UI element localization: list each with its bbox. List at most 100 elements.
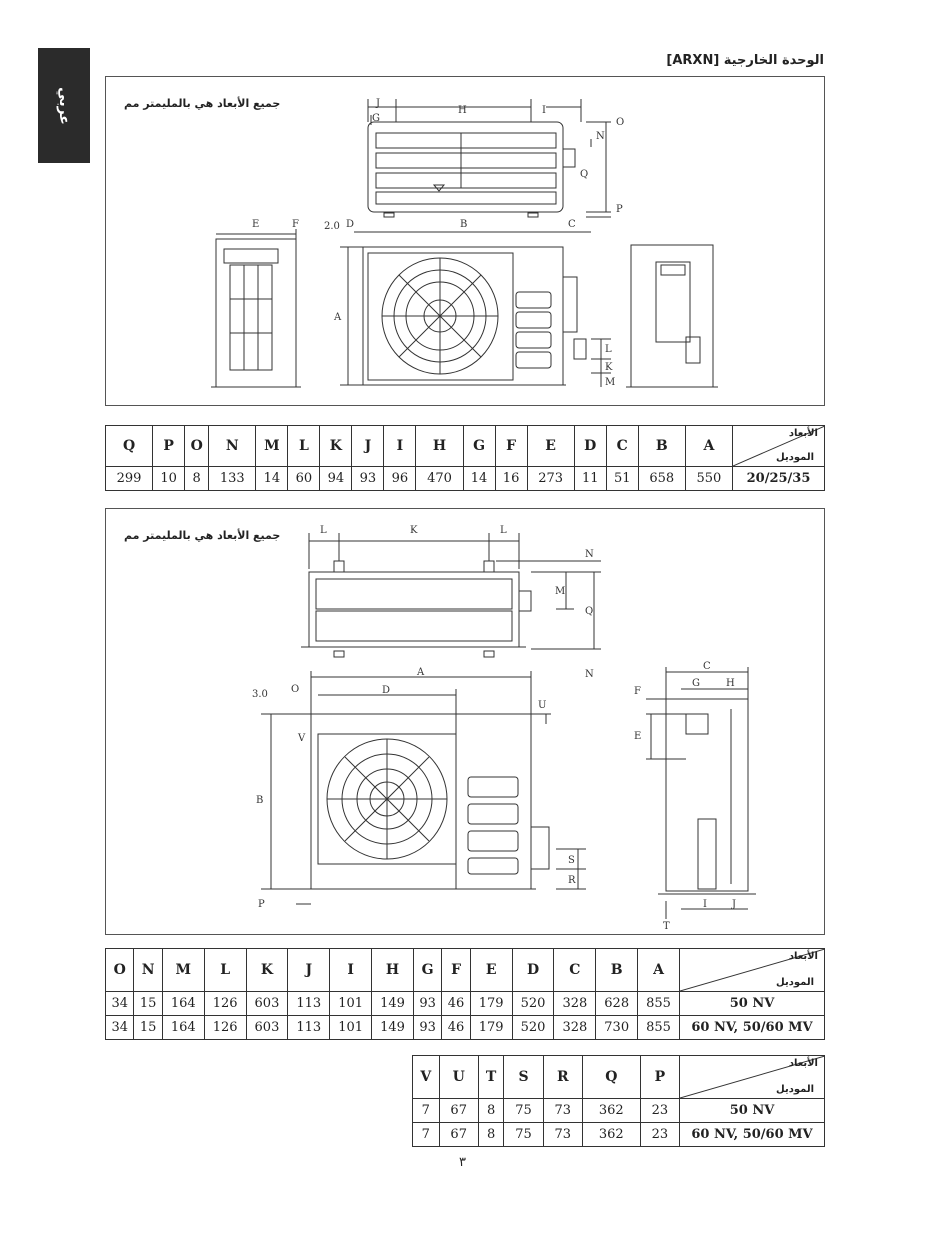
dim-label-g: G [692,678,700,689]
cell-c: 51 [605,466,639,491]
column-header-j: J [287,948,331,992]
dims-label: الأبعاد [788,951,818,962]
model-cell: 60 NV, 50/60 MV [679,1015,825,1040]
model-cell: 20/25/35 [732,466,825,491]
cell-e: 179 [469,1015,513,1040]
cell-d: 11 [573,466,607,491]
language-tab-label: عربي [56,86,72,125]
column-header-p: P [639,1055,681,1099]
column-header-m: M [161,948,205,992]
dim-label-l: L [605,344,612,355]
corner-header-cell: الأبعاد الموديل [733,426,825,466]
cell-r: 73 [542,1098,583,1123]
model-label: الموديل [776,452,814,463]
cell-k: 603 [245,991,289,1016]
dim-label-j: J [731,899,736,910]
cell-q: 362 [581,1122,641,1147]
cell-a: 855 [637,1015,680,1040]
cell-h: 149 [371,1015,414,1040]
dim-label-b: B [256,795,263,806]
outdoor-unit-large-drawing: L K L N M Q N A 3.0 O D U V B P S R C F … [252,525,756,932]
cell-m: 164 [161,1015,205,1040]
cell-s: 75 [503,1122,544,1147]
cell-r: 73 [542,1122,583,1147]
cell-k: 94 [319,466,353,491]
dim-label-m: M [555,586,565,597]
cell-o: 8 [184,466,210,491]
dim-label-n-bottom: N [585,669,594,680]
column-header-l: L [203,948,247,992]
diagram-panel-1: J H I G N O Q P E F 2.0 D B C A L K M جم… [105,76,825,406]
diagonal-divider [733,426,825,466]
top-view [367,99,611,218]
outdoor-unit-small-drawing: J H I G N O Q P E F 2.0 D B C A L K M [211,98,718,388]
cell-n: 15 [133,991,163,1016]
dim-label-f: F [634,686,641,697]
dim-label-o: O [291,684,299,695]
dim-label-n: N [596,131,605,142]
column-header-n: N [208,425,257,467]
dim-label-a: A [333,312,342,323]
side-view-left [211,229,301,388]
cell-u: 67 [438,1122,479,1147]
model-cell: 50 NV [679,991,825,1016]
dims-label: الأبعاد [788,1058,818,1069]
column-header-g: G [462,425,496,467]
cell-i: 96 [383,466,417,491]
column-header-i: I [383,425,417,467]
dim-label-f: F [292,219,299,230]
cell-a: 855 [637,991,680,1016]
column-header-j: J [351,425,385,467]
column-header-d: D [511,948,555,992]
cell-t: 8 [477,1122,505,1147]
cell-g: 14 [462,466,496,491]
column-header-v: V [412,1055,440,1099]
dims-label: الأبعاد [788,428,818,439]
dim-label-m: M [605,377,615,388]
column-header-e: E [526,425,575,467]
model-cell: 60 NV, 50/60 MV [679,1122,825,1147]
cell-g: 93 [412,1015,443,1040]
dim-label-i: I [542,105,546,116]
dim-label-2-0: 2.0 [324,221,340,232]
cell-g: 93 [412,991,443,1016]
dim-label-n-top: N [585,549,594,560]
dim-label-3-0: 3.0 [252,689,268,700]
cell-q: 362 [581,1098,641,1123]
cell-e: 179 [469,991,513,1016]
column-header-q: Q [104,425,154,467]
dimensions-note: جميع الأبعاد هي بالمليمتر مم [124,529,281,542]
column-header-a: A [637,948,680,992]
dim-label-e: E [634,731,641,742]
column-header-u: U [438,1055,479,1099]
column-header-t: T [477,1055,505,1099]
dim-label-b: B [460,219,467,230]
cell-o: 34 [104,991,135,1016]
column-header-m: M [255,425,289,467]
column-header-k: K [245,948,289,992]
cell-h: 149 [371,991,414,1016]
cell-v: 7 [412,1122,440,1147]
dim-label-s: S [568,855,575,866]
front-view [340,231,611,387]
column-header-d: D [573,425,607,467]
cell-u: 67 [438,1098,479,1123]
column-header-a: A [684,425,734,467]
cell-m: 14 [255,466,289,491]
dim-label-g: G [372,113,380,124]
dim-label-d: D [346,219,354,230]
side-view [646,667,756,919]
column-header-q: Q [581,1055,641,1099]
column-header-b: B [595,948,639,992]
dim-label-v: V [297,733,306,744]
